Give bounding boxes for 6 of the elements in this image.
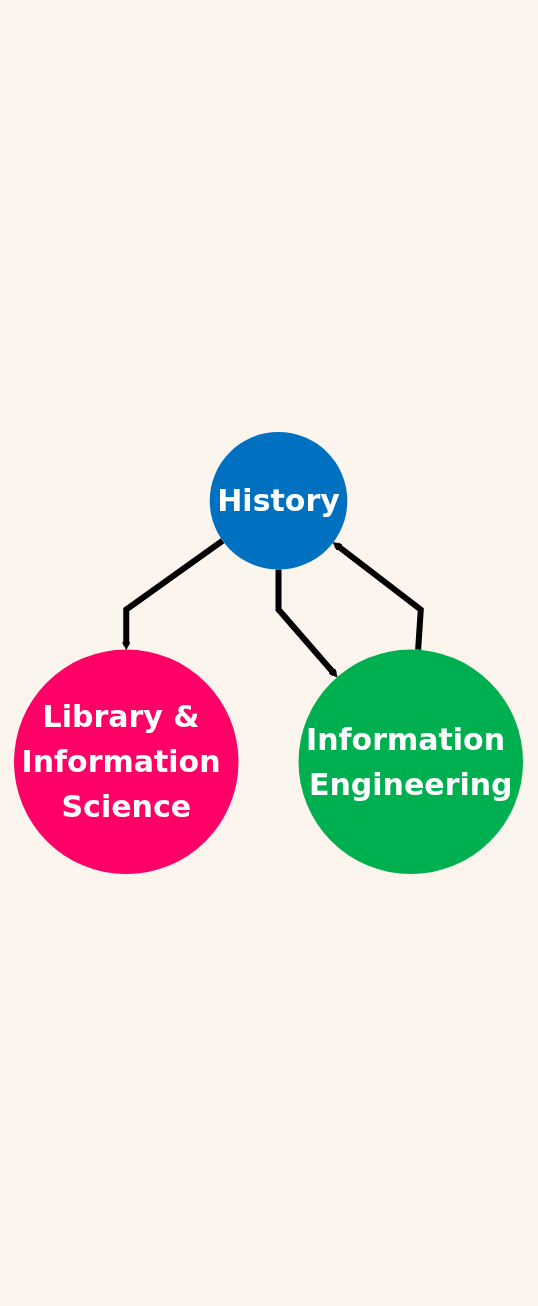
arrow — [333, 542, 425, 650]
arrow — [122, 538, 225, 650]
node-circle: History — [210, 431, 348, 570]
arrow — [276, 569, 339, 678]
node-circle: Library & Information Science — [14, 649, 239, 875]
node-circle: Information Engineering — [299, 649, 524, 875]
